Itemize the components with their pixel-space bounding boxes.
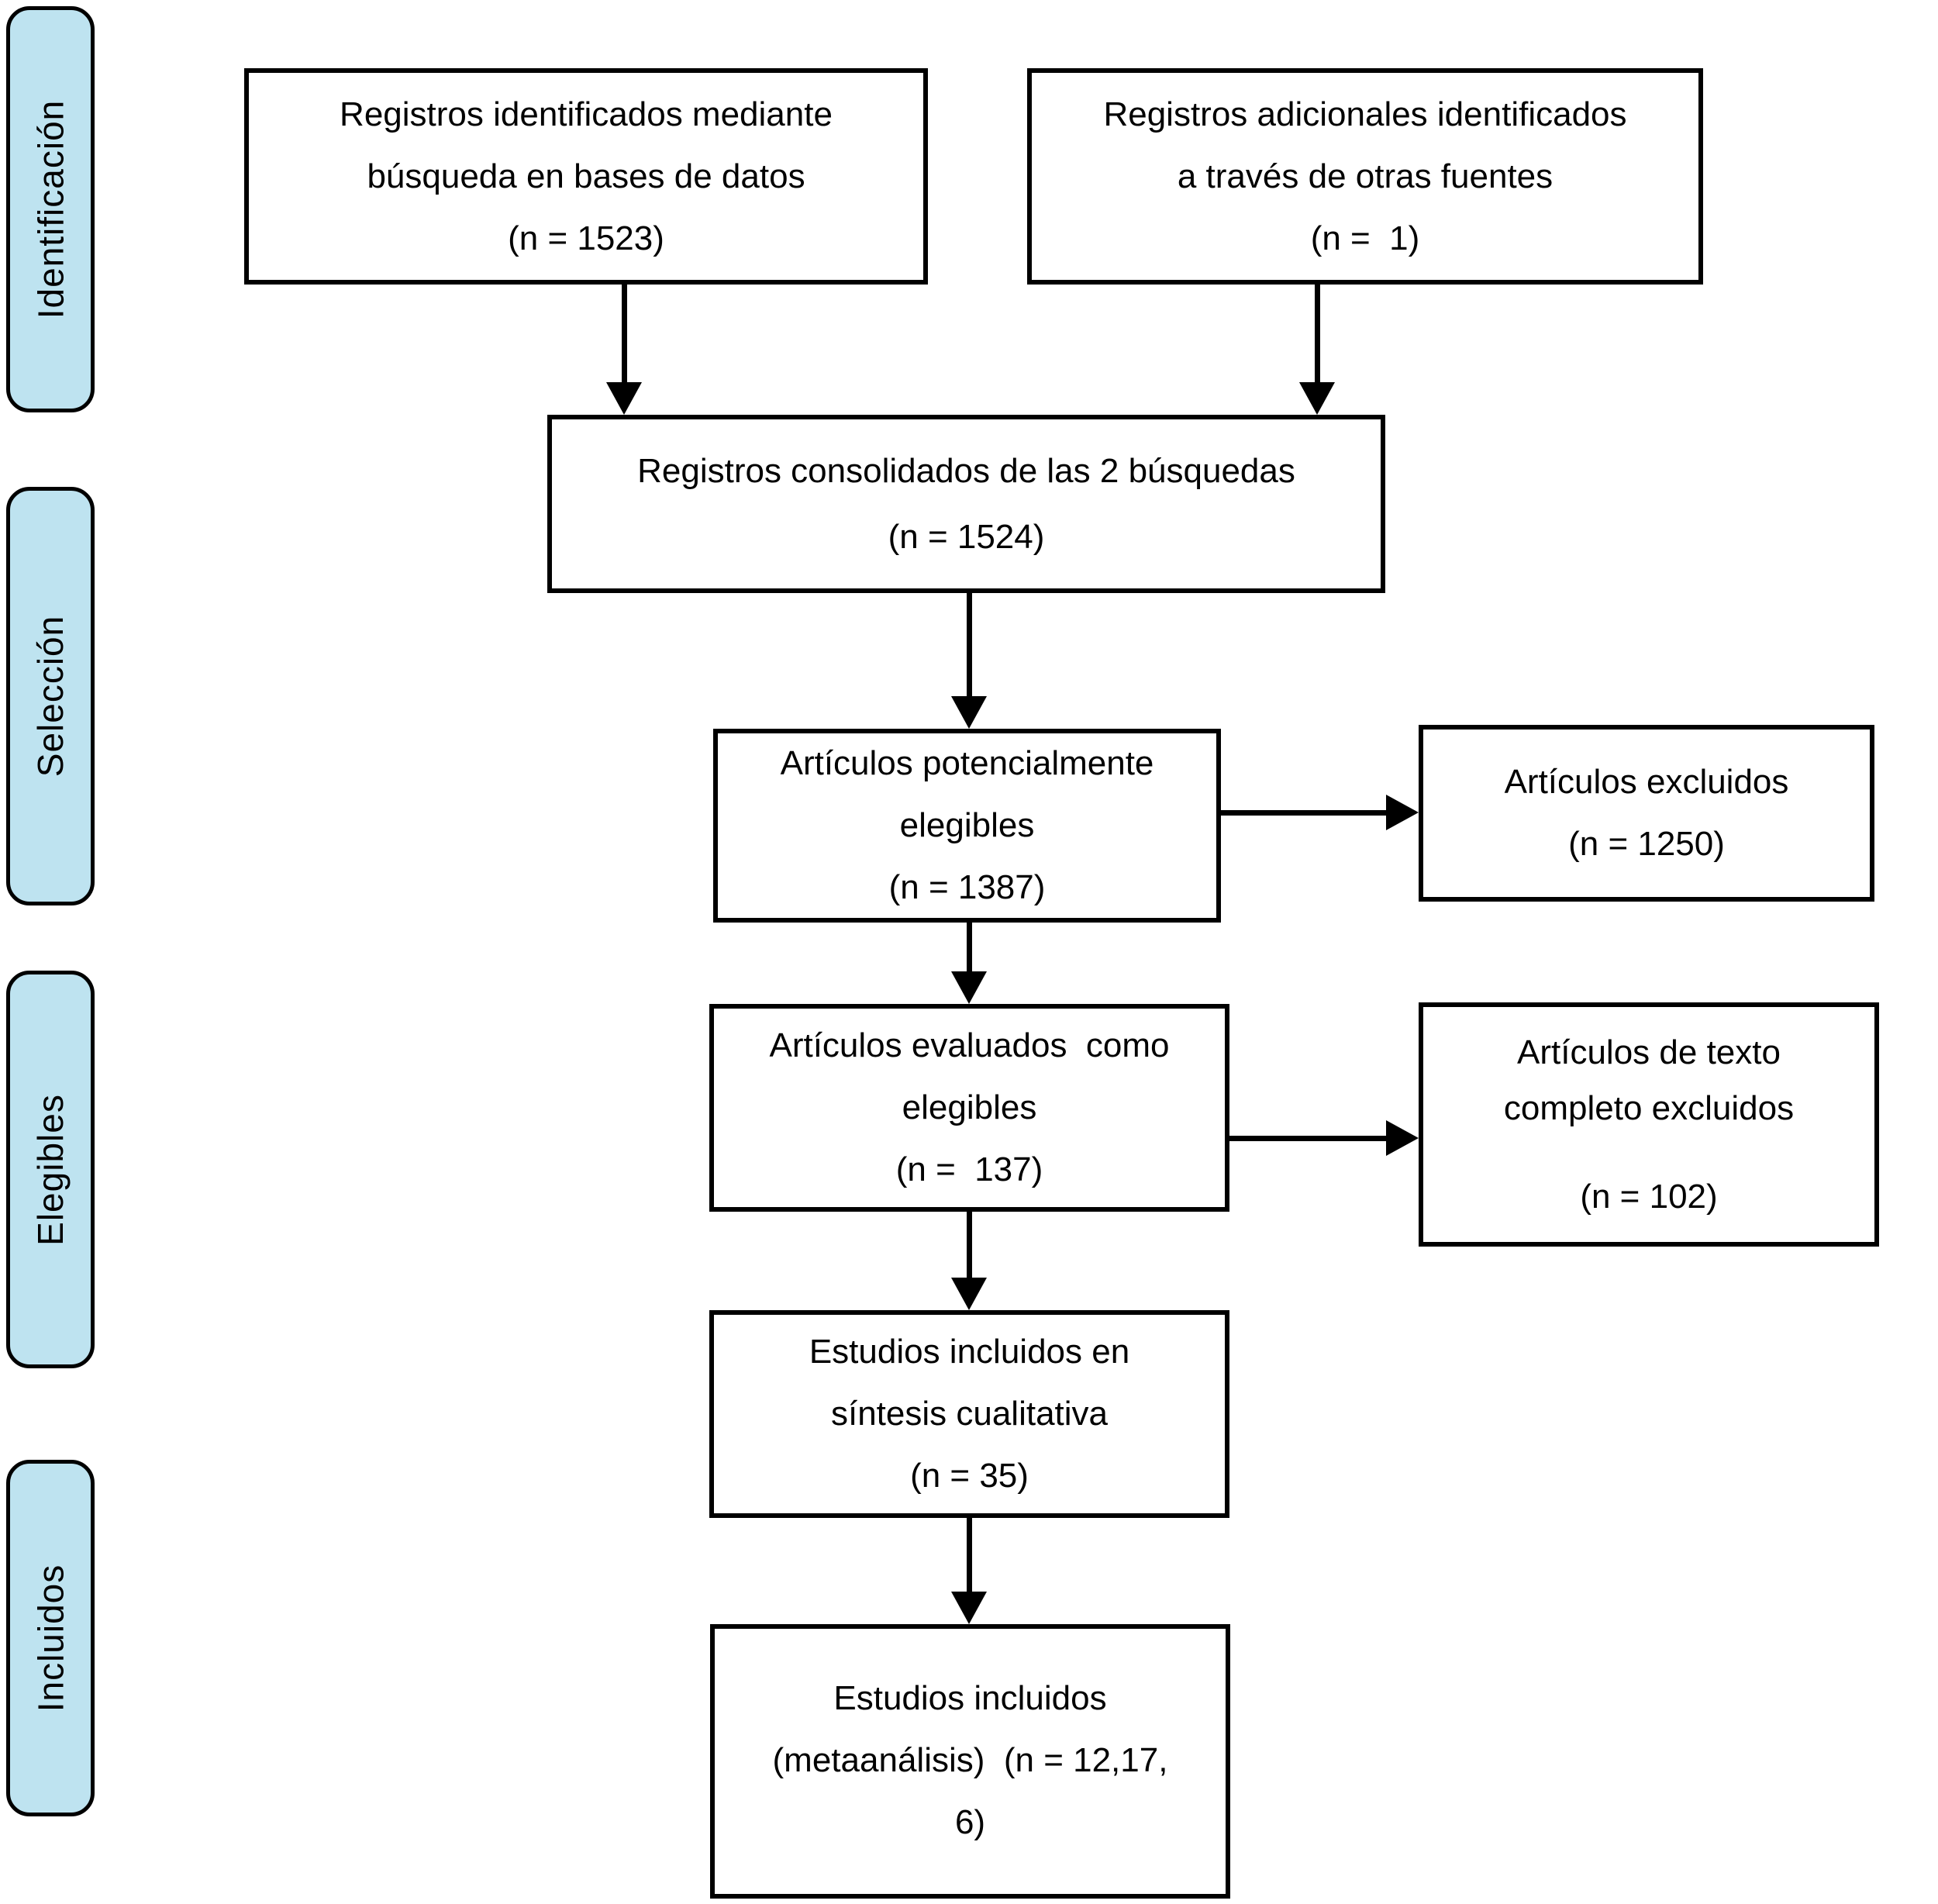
arrow-head-down-icon [951,696,987,729]
arrow-shaft [966,593,972,699]
box-line: elegibles [899,806,1035,844]
stage-incluidos: Incluidos [6,1460,95,1816]
box-line: 6) [954,1803,986,1841]
box-line: Artículos de texto [1517,1033,1781,1071]
arrow-shaft [621,285,627,385]
box-potentially-eligible: Artículos potencialmente elegibles (n = … [713,729,1221,923]
box-line: (n = 1524) [888,518,1045,556]
box-assessed-eligible: Artículos evaluados como elegibles (n = … [709,1004,1229,1212]
box-line: búsqueda en bases de datos [367,157,805,195]
box-line: elegibles [902,1088,1037,1126]
box-line: (n = 1) [1310,219,1420,257]
arrow-qualitative-to-meta [951,1518,987,1624]
box-line: Artículos potencialmente [780,744,1154,782]
arrow-database-to-consolidated [606,285,642,415]
arrow-shaft [966,1518,972,1595]
box-line: (n = 1250) [1568,825,1725,863]
arrow-head-down-icon [606,382,642,415]
box-line: a través de otras fuentes [1177,157,1554,195]
box-meta-analysis: Estudios incluidos (metaanálisis) (n = 1… [710,1624,1230,1899]
box-line: Artículos excluidos [1504,763,1789,801]
arrow-shaft [1229,1135,1389,1141]
stage-elegibles: Elegibles [6,971,95,1368]
arrow-other-to-consolidated [1299,285,1335,415]
box-line: completo excluidos [1503,1088,1795,1127]
box-line: Registros identificados mediante [340,95,833,133]
arrow-head-right-icon [1386,795,1419,830]
box-fulltext-excluded: Artículos de texto completo excluidos (n… [1419,1002,1879,1247]
arrow-head-down-icon [1299,382,1335,415]
arrow-consolidated-to-potential [951,593,987,729]
stage-identificacion: Identificación [6,6,95,412]
box-articles-excluded: Artículos excluidos (n = 1250) [1419,725,1874,902]
box-records-other-sources: Registros adicionales identificados a tr… [1027,68,1703,285]
arrow-shaft [1314,285,1320,385]
stage-seleccion: Selección [6,487,95,905]
box-line: (n = 35) [910,1457,1029,1495]
stage-label: Elegibles [30,1093,71,1246]
arrow-assessed-to-fulltext-excluded [1229,1120,1419,1156]
box-line: (n = 1523) [508,219,664,257]
arrow-assessed-to-qualitative [951,1212,987,1310]
arrow-shaft [966,1212,972,1281]
box-line: (n = 137) [895,1150,1043,1188]
box-line: Estudios incluidos en [809,1333,1130,1371]
box-line: (metaanálisis) (n = 12,17, [772,1741,1168,1779]
box-consolidated-records: Registros consolidados de las 2 búsqueda… [547,415,1385,593]
stage-label: Incluidos [30,1564,71,1713]
stage-label: Identificación [30,99,71,319]
arrow-head-right-icon [1386,1120,1419,1156]
box-line: Registros consolidados de las 2 búsqueda… [637,452,1295,490]
arrow-head-down-icon [951,1278,987,1310]
arrow-shaft [1221,809,1389,816]
box-records-database: Registros identificados mediante búsqued… [244,68,928,285]
box-line: Estudios incluidos [833,1679,1107,1717]
box-qualitative-synthesis: Estudios incluidos en síntesis cualitati… [709,1310,1229,1518]
box-line: síntesis cualitativa [830,1395,1109,1433]
arrow-head-down-icon [951,1592,987,1624]
arrow-potential-to-excluded [1221,795,1419,830]
box-line: (n = 102) [1580,1177,1718,1216]
arrow-potential-to-assessed [951,923,987,1004]
stage-label: Selección [30,615,71,778]
arrow-head-down-icon [951,971,987,1004]
box-line: (n = 1387) [888,868,1046,906]
box-line: Artículos evaluados como [769,1026,1170,1064]
box-line: Registros adicionales identificados [1103,95,1627,133]
arrow-shaft [966,923,972,974]
